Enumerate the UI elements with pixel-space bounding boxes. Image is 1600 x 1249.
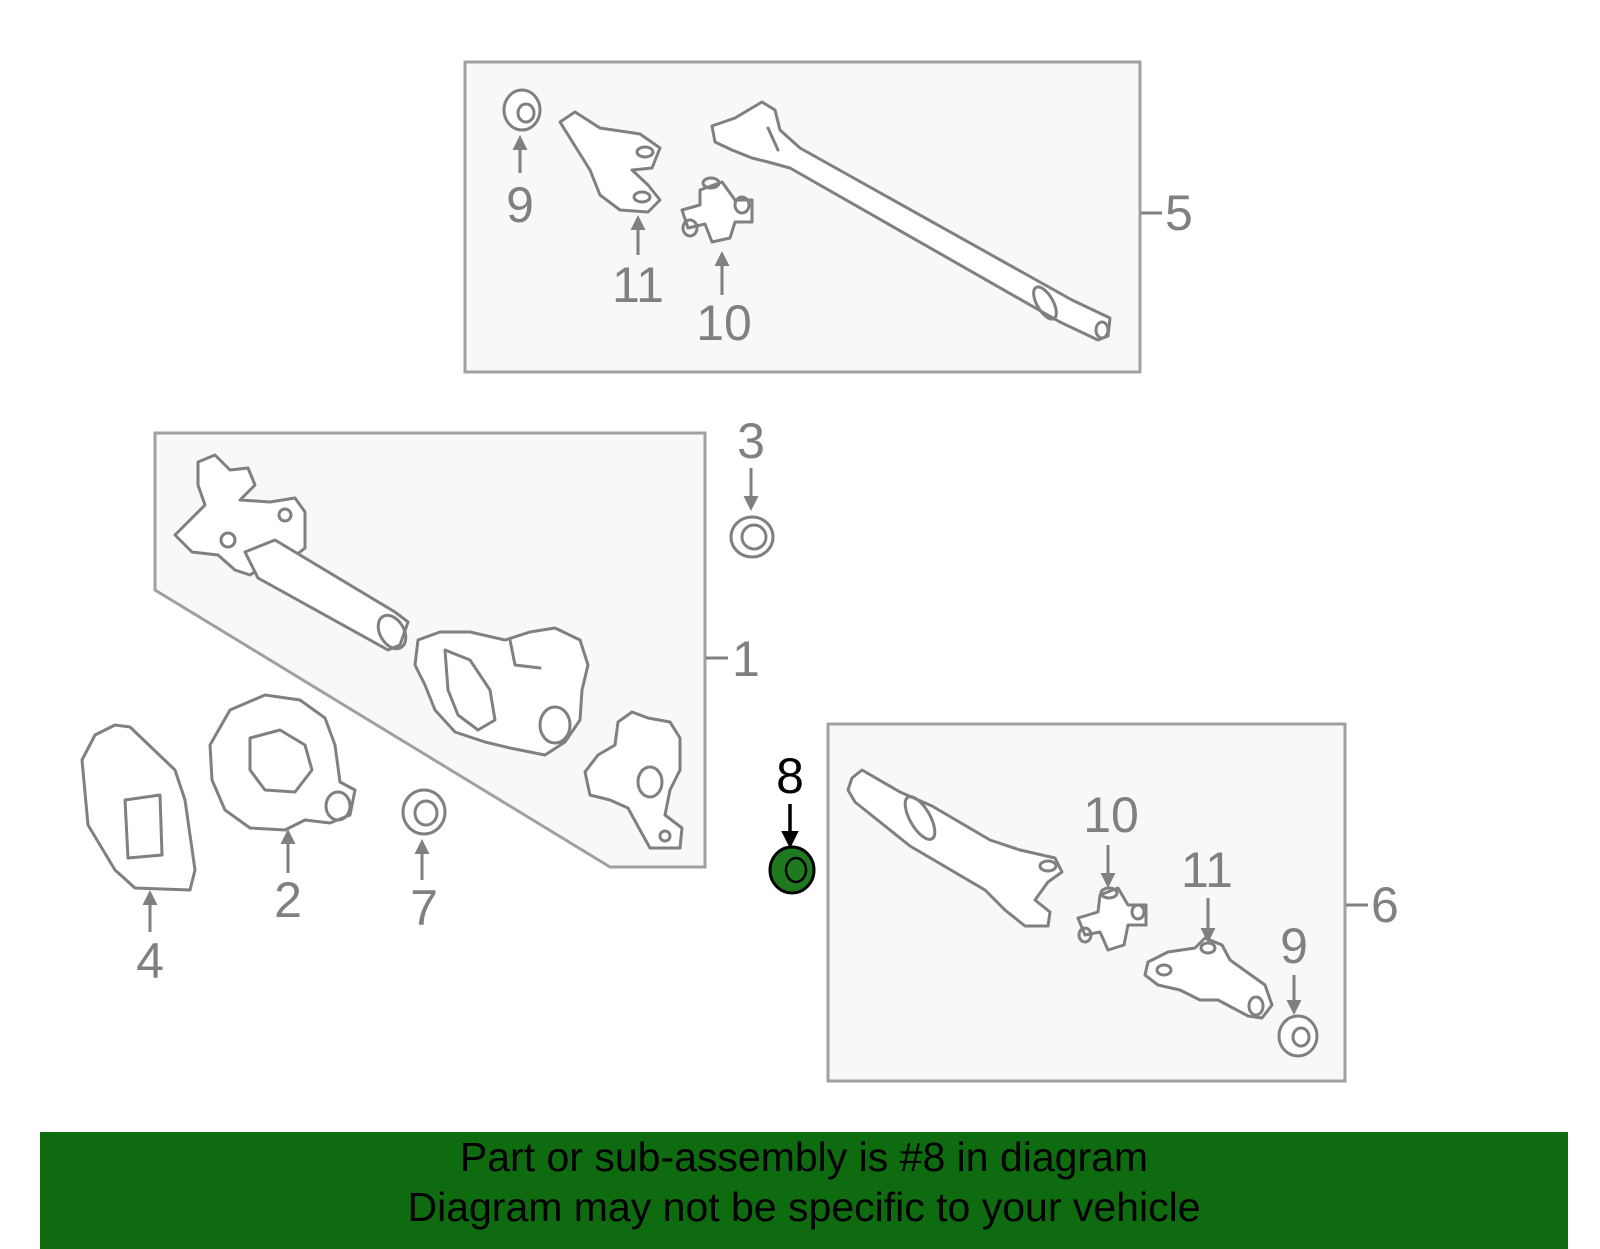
info-banner: Part or sub-assembly is #8 in diagram Di… [40, 1132, 1568, 1249]
part-2-diff-case [208, 693, 357, 873]
callout-3: 3 [737, 413, 765, 469]
part-11-bottom-yoke [1143, 898, 1274, 1020]
callout-11-bottom: 11 [1181, 842, 1233, 898]
assembly-5-axle-shaft [710, 100, 1112, 342]
assembly-1-axle-tube [243, 538, 410, 652]
part-10-bottom-ujoint [1076, 845, 1148, 952]
callout-1: 1 [732, 631, 760, 687]
callout-7: 7 [410, 880, 438, 936]
assembly-6-box [826, 722, 1368, 1083]
callout-9-bottom: 9 [1280, 918, 1308, 974]
parts-diagram: 1 2 3 4 5 6 7 8 9 9 10 10 11 11 [80, 60, 1399, 1083]
assembly-1-diff-housing [413, 626, 590, 757]
callout-2: 2 [274, 872, 302, 928]
callout-5: 5 [1165, 185, 1193, 241]
part-10-top-ujoint [680, 176, 754, 295]
callout-8: 8 [776, 748, 804, 804]
part-11-top-yoke [558, 110, 662, 255]
callout-4: 4 [136, 933, 164, 989]
assembly-5-box [463, 60, 1162, 374]
callout-11-top: 11 [612, 257, 664, 313]
part-3-seal [729, 468, 775, 559]
banner-line-1: Part or sub-assembly is #8 in diagram [459, 1134, 1149, 1180]
callout-6: 6 [1371, 877, 1399, 933]
banner-line-2: Diagram may not be specific to your vehi… [407, 1184, 1201, 1230]
part-7-seal [401, 788, 447, 880]
callout-10-bottom: 10 [1083, 787, 1139, 843]
part-4-cover [80, 723, 197, 932]
part-9-bottom-bushing [1277, 975, 1319, 1058]
assembly-1-right-knuckle [583, 710, 684, 850]
part-9-top-bushing [502, 88, 542, 173]
callout-9-top: 9 [506, 177, 534, 233]
assembly-6-axle-shaft [846, 768, 1064, 928]
part-8-seal-highlighted [768, 804, 816, 895]
callout-10-top: 10 [696, 295, 752, 351]
